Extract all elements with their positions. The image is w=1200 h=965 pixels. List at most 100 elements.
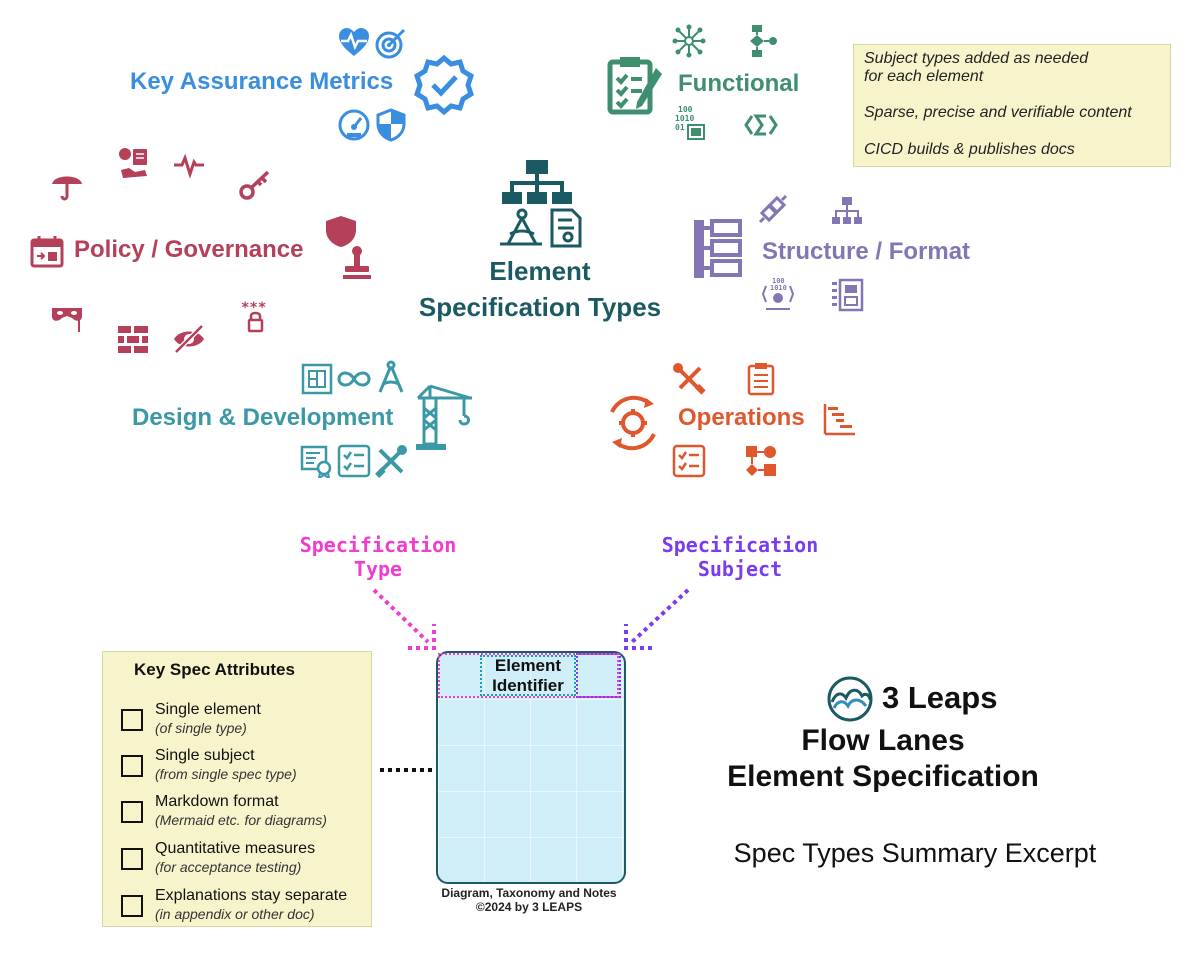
tools-icon — [672, 362, 706, 396]
stamp-icon — [342, 244, 372, 280]
plug-icon — [756, 192, 790, 226]
design-label: Design & Development — [132, 404, 394, 431]
note-line-1b: for each element — [864, 68, 984, 85]
center-title-line2: Specification Types — [418, 292, 662, 322]
clipboard-checklist-icon — [604, 54, 666, 116]
svg-text:***: *** — [241, 300, 266, 316]
checklist-icon — [337, 444, 371, 478]
center-title-line1: Element — [489, 256, 591, 286]
element-identifier-line1: Element — [494, 656, 562, 675]
tree-table-icon — [692, 218, 744, 280]
certificate-icon — [300, 444, 334, 478]
gantt-icon — [822, 402, 856, 436]
svg-text:01: 01 — [675, 123, 685, 132]
layout-icon — [830, 278, 864, 312]
attribute-sub: (from single spec type) — [155, 766, 297, 782]
policy-label: Policy / Governance — [74, 236, 304, 263]
svg-text:100: 100 — [772, 277, 785, 285]
gauge-icon — [337, 108, 371, 142]
footer-credit-line1: Diagram, Taxonomy and Notes — [441, 886, 617, 900]
calendar-icon — [30, 234, 64, 268]
spec-type-outline — [438, 653, 619, 698]
infinity-icon — [337, 362, 371, 396]
checkbox[interactable] — [121, 848, 143, 870]
certified-document-icon — [550, 208, 582, 248]
tools-icon — [374, 444, 408, 478]
checkbox[interactable] — [121, 709, 143, 731]
gear-cycle-icon — [602, 392, 664, 454]
hierarchy-icon — [830, 194, 864, 228]
checkbox[interactable] — [121, 755, 143, 777]
password-lock-icon: *** — [238, 300, 272, 334]
attribute-sub: (Mermaid etc. for diagrams) — [155, 812, 327, 828]
hierarchy-icon — [500, 160, 582, 248]
flowchart-icon — [744, 24, 778, 58]
element-identifier-line2: Identifier — [492, 676, 564, 695]
heart-pulse-icon — [337, 26, 371, 60]
spec-type-line2: Type — [353, 557, 403, 581]
clipboard-list-icon — [744, 362, 778, 396]
svg-text:1010: 1010 — [770, 284, 787, 292]
attribute-item: Markdown format (Mermaid etc. for diagram… — [121, 792, 327, 829]
element-identifier-outline — [480, 655, 576, 696]
notes-box: Subject types added as needed for each e… — [853, 44, 1171, 167]
attribute-main: Explanations stay separate — [155, 887, 348, 904]
svg-text:100: 100 — [678, 105, 693, 114]
note-line-3: CICD builds & publishes docs — [864, 141, 1075, 158]
operations-label: Operations — [678, 404, 805, 431]
shield-icon — [324, 214, 358, 248]
attribute-main: Quantitative measures — [155, 840, 316, 857]
brand-title-line1: Flow Lanes — [801, 724, 965, 757]
sigma-code-icon — [744, 108, 778, 142]
spec-subject-line1: Specification — [661, 533, 819, 557]
attributes-title: Key Spec Attributes — [134, 660, 295, 679]
attribute-item: Single element (of single type) — [121, 700, 261, 737]
spec-type-line1: Specification — [299, 533, 457, 557]
crane-icon — [414, 384, 476, 452]
attribute-item: Single subject (from single spec type) — [121, 746, 297, 783]
attribute-sub: (in appendix or other doc) — [155, 906, 315, 922]
network-icon — [672, 24, 706, 58]
key-spec-attributes-box: Key Spec Attributes Single element (of si… — [102, 651, 372, 927]
umbrella-icon — [50, 168, 84, 202]
attribute-sub: (of single type) — [155, 720, 247, 736]
attribute-sub: (for acceptance testing) — [155, 859, 302, 875]
attribute-item: Explanations stay separate (in appendix o… — [121, 886, 347, 923]
attribute-item: Quantitative measures (for acceptance tes… — [121, 839, 315, 876]
3-leaps-logo — [826, 676, 874, 722]
drafting-compass-icon — [500, 208, 542, 246]
pulse-icon — [172, 148, 206, 182]
spec-subject-line2: Subject — [697, 557, 783, 581]
hidden-icon — [172, 322, 206, 356]
key-assurance-label: Key Assurance Metrics — [130, 68, 394, 95]
structure-label: Structure / Format — [762, 238, 971, 265]
workflow-icon — [744, 444, 778, 478]
checklist-icon — [672, 444, 706, 478]
footer-credit-line2: ©2024 by 3 LEAPS — [475, 900, 583, 914]
functional-label: Functional — [678, 70, 800, 97]
blueprint-icon — [300, 362, 334, 396]
attribute-main: Markdown format — [155, 793, 279, 810]
verified-badge-icon — [412, 54, 476, 118]
mask-icon — [50, 302, 84, 336]
attribute-main: Single subject — [155, 747, 255, 764]
note-line-2: Sparse, precise and verifiable content — [864, 104, 1132, 121]
brand-subtitle: Spec Types Summary Excerpt — [733, 838, 1097, 868]
svg-text:1010: 1010 — [675, 114, 694, 123]
note-line-1a: Subject types added as needed — [864, 50, 1089, 67]
shield-icon — [374, 108, 408, 142]
attribute-main: Single element — [155, 701, 261, 718]
element-card — [436, 651, 626, 884]
rules-icon — [117, 146, 151, 180]
target-icon — [374, 26, 408, 60]
checkbox[interactable] — [121, 895, 143, 917]
compass-icon — [374, 360, 408, 394]
brand-title-line2: Element Specification — [727, 760, 1039, 793]
spec-subject-outline — [576, 653, 621, 698]
firewall-icon — [116, 322, 150, 356]
checkbox[interactable] — [121, 801, 143, 823]
key-icon — [238, 168, 272, 202]
center-icons — [496, 158, 586, 250]
